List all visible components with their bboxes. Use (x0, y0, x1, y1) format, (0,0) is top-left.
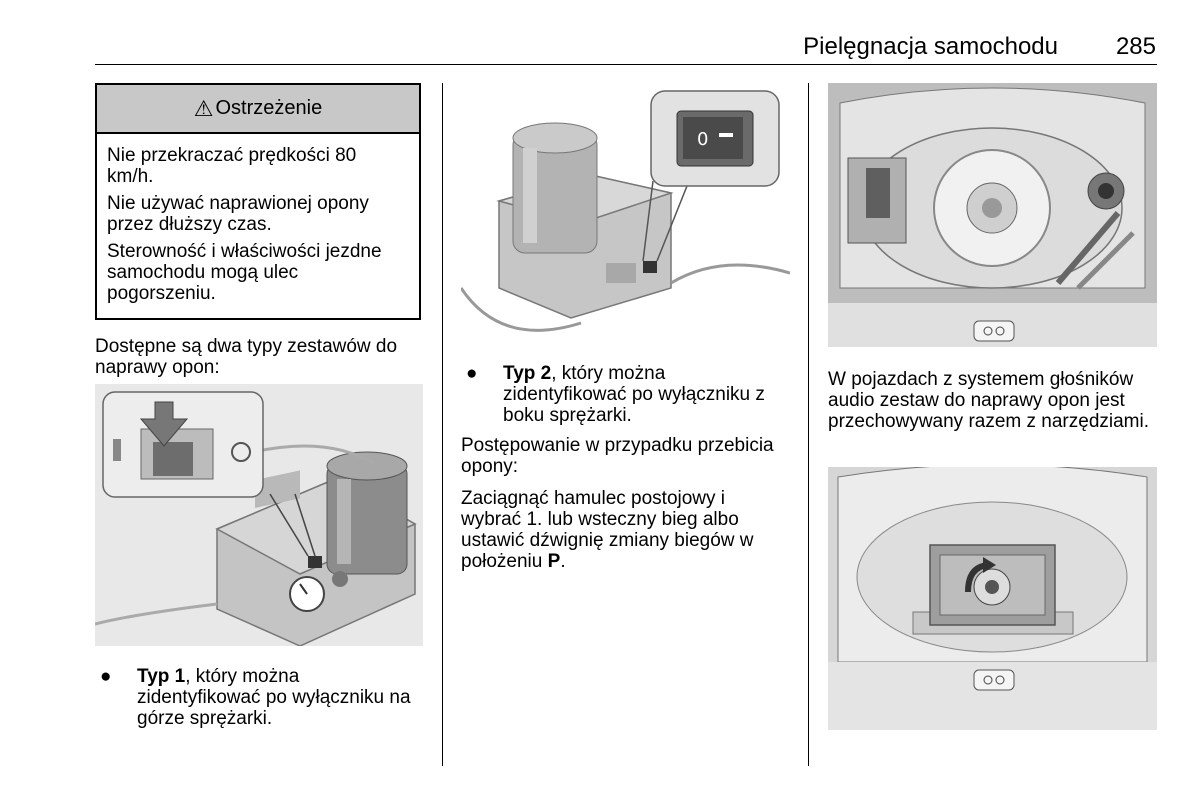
trunk-cover-illustration (828, 467, 1157, 730)
bullet-dot: ● (100, 666, 112, 687)
bullet-type2-text: Typ 2, który można zidentyfikować po wył… (503, 363, 793, 426)
svg-text:0: 0 (697, 129, 708, 150)
bullet-type1-desc: , który można zidentyfikować po wyłączni… (137, 666, 411, 729)
header-rule (95, 64, 1157, 65)
compressor-type2-illustration: 0 (461, 83, 790, 346)
bullet-type1-text: Typ 1, który można zidentyfikować po wył… (137, 666, 427, 729)
bullet-dot: ● (466, 363, 478, 384)
warning-header: ⚠ Ostrzeżenie (97, 85, 419, 134)
compressor-type1-illustration (95, 384, 423, 646)
bullet-type1-label: Typ 1 (137, 666, 186, 687)
intro-paragraph: Dostępne są dwa typy zestawów do naprawy… (95, 336, 421, 378)
warning-title: Ostrzeżenie (215, 97, 323, 119)
column-divider-2 (808, 83, 809, 766)
warning-line: Nie używać naprawionej opony przez dłużs… (107, 193, 369, 235)
procedure-intro: Postępowanie w przypadku przebicia opony… (461, 435, 793, 477)
warning-line: Nie przekraczać prędkości 80 km/h. (107, 145, 357, 187)
bullet-type2: ● Typ 2, który można zidentyfikować po w… (466, 363, 791, 429)
warning-line: Sterowność i właściwości jezdne samochod… (107, 241, 382, 304)
trunk-storage-illustration (828, 83, 1157, 347)
speaker-system-paragraph: W pojazdach z systemem głośników audio z… (828, 369, 1158, 432)
warning-triangle-icon: ⚠ (193, 95, 214, 121)
bullet-type1: ● Typ 1, który można zidentyfikować po w… (100, 666, 425, 732)
warning-box: ⚠ Ostrzeżenie Nie przekraczać prędkości … (95, 83, 421, 320)
intro-text: Dostępne są dwa typy zestawów do naprawy… (95, 336, 398, 378)
page-number: 285 (1115, 33, 1156, 60)
procedure-paragraph: Zaciągnąć hamulec postojowy i wybrać 1. … (461, 488, 773, 572)
column-divider-1 (442, 83, 443, 766)
procedure-intro-text: Postępowanie w przypadku przebicia opony… (461, 435, 774, 477)
page-header-title: Pielęgnacja samochodu (803, 33, 1058, 60)
speaker-system-text: W pojazdach z systemem głośników audio z… (828, 369, 1150, 432)
procedure-end: . (560, 551, 566, 572)
procedure-text: Zaciągnąć hamulec postojowy i wybrać 1. … (461, 488, 773, 572)
procedure-body: Zaciągnąć hamulec postojowy i wybrać 1. … (461, 488, 754, 572)
bullet-type2-label: Typ 2 (503, 363, 552, 384)
warning-body: Nie przekraczać prędkości 80 km/h. Nie u… (97, 134, 419, 304)
bullet-type2-desc: , który można zidentyfikować po wyłączni… (503, 363, 765, 426)
gear-position-label: P (547, 551, 561, 572)
